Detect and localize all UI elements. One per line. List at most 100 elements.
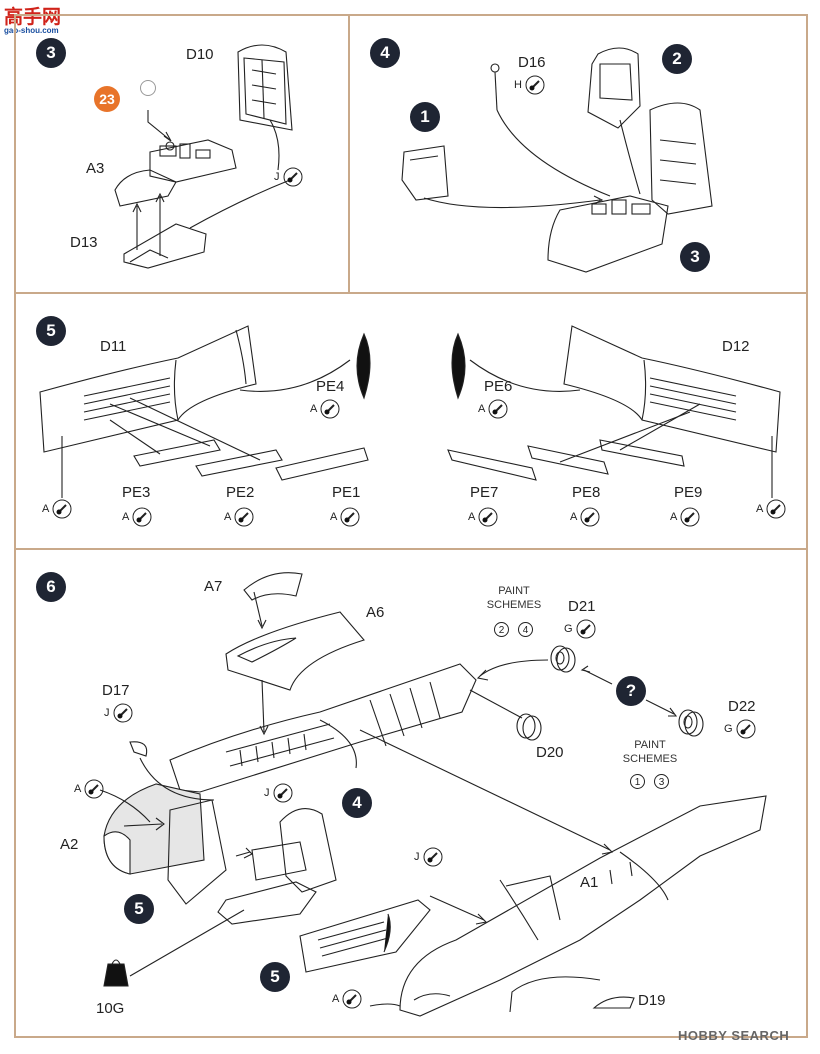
label-d22: D22 [728,698,756,715]
paint-brush-icon [525,75,545,95]
paint-brush-icon [342,989,362,1009]
paint-brush-icon [234,507,254,527]
paint-brush-icon [423,847,442,867]
paint-letter: A [468,511,476,523]
panel-step-6 [14,548,808,1038]
paint-scheme-2: 2 [494,622,509,637]
watermark-sub: gao-shou.com [4,26,59,35]
panel4-drawing [401,47,713,273]
step-3-badge: 3 [36,38,66,68]
paint-code-j-seat: J [264,782,294,804]
paint-letter: A [74,783,82,795]
sub-step-5-badge-left: 5 [124,894,154,924]
sub-step-1-badge: 1 [410,102,440,132]
paint-brush-icon [736,719,756,739]
label-d21: D21 [568,598,596,615]
sub-step-5-badge-bottom: 5 [260,962,290,992]
paint-letter: J [274,171,280,183]
paint-code-a-pe9: A [670,506,701,528]
paint-letter: A [570,511,578,523]
label-d12: D12 [722,338,750,355]
panel6-drawing [99,572,767,1017]
label-pe4: PE4 [316,378,345,395]
step-5-badge: 5 [36,316,66,346]
paint-brush-icon [576,619,596,639]
watermark-logo: 高手网 gao-shou.com [4,2,61,35]
label-a7: A7 [204,578,223,595]
paint-code-a-pe2: A [224,506,255,528]
paint-brush-icon [478,507,498,527]
label-d16: D16 [518,54,546,71]
sub-step-2-badge: 2 [662,44,692,74]
panel5-drawing [39,325,781,498]
paint-letter: A [310,403,318,415]
label-a1: A1 [580,874,599,891]
paint-brush-icon [52,499,72,519]
label-pe2: PE2 [226,484,255,501]
watermark-hobby-search: HOBBY SEARCH [678,1028,789,1043]
paint-letter: H [514,79,522,91]
paint-letter: A [756,503,764,515]
paint-brush-icon [680,507,700,527]
label-d11: D11 [100,338,127,355]
paint-letter: J [104,707,110,719]
paint-code-g-d21: G [564,618,597,640]
label-pe3: PE3 [122,484,151,501]
paint-brush-icon [766,499,786,519]
label-d10: D10 [186,46,214,63]
small-part-circle [140,80,156,96]
paint-schemes-title-a: PAINT SCHEMES [482,584,546,612]
label-a6: A6 [366,604,385,621]
panel3-drawing [114,44,293,269]
step-6-badge: 6 [36,572,66,602]
watermark-chars: 高手网 [4,7,62,28]
paint-brush-icon [320,399,340,419]
paint-brush-icon [273,783,292,803]
paint-scheme-3: 3 [654,774,669,789]
paint-brush-icon [84,779,104,799]
paint-code-a-pe7: A [468,506,499,528]
label-d20: D20 [536,744,564,761]
label-pe9: PE9 [674,484,703,501]
paint-brush-icon [132,507,152,527]
sub-step-4-badge: 4 [342,788,372,818]
paint-letter: A [332,993,340,1005]
paint-brush-icon [283,167,302,187]
paint-code-a-pe8: A [570,506,601,528]
paint-brush-icon [340,507,360,527]
label-pe7: PE7 [470,484,499,501]
paint-scheme-1: 1 [630,774,645,789]
paint-letter: G [564,623,573,635]
label-d17: D17 [102,682,130,699]
paint-code-a-pe4: A [310,398,341,420]
paint-letter: A [478,403,486,415]
paint-code-a-d11: A [42,498,73,520]
label-pe1: PE1 [332,484,361,501]
label-a2: A2 [60,836,79,853]
paint-code-a-pe1: A [330,506,361,528]
paint-scheme-4: 4 [518,622,533,637]
paint-schemes-word-2: SCHEMES [622,753,678,765]
paint-schemes-word-2: SCHEMES [486,599,542,611]
paint-schemes-word-1: PAINT [498,585,530,597]
label-pe6: PE6 [484,378,513,395]
paint-schemes-word-1: PAINT [634,739,666,751]
sub-step-3-badge: 3 [680,242,710,272]
paint-letter: A [224,511,232,523]
question-badge: ? [616,676,646,706]
paint-schemes-title-b: PAINT SCHEMES [618,738,682,766]
part-callout-23: 23 [94,86,120,112]
paint-letter: G [724,723,733,735]
label-weight: 10G [96,1000,125,1017]
label-a3: A3 [86,160,105,177]
label-d13: D13 [70,234,98,251]
paint-code-a-a2: A [74,778,105,800]
paint-letter: J [414,851,420,863]
paint-code-j-door: J [414,846,444,868]
paint-letter: J [264,787,270,799]
paint-brush-icon [580,507,600,527]
paint-code-a-d12: A [756,498,787,520]
step-4-badge: 4 [370,38,400,68]
paint-code-h: H [514,74,546,96]
